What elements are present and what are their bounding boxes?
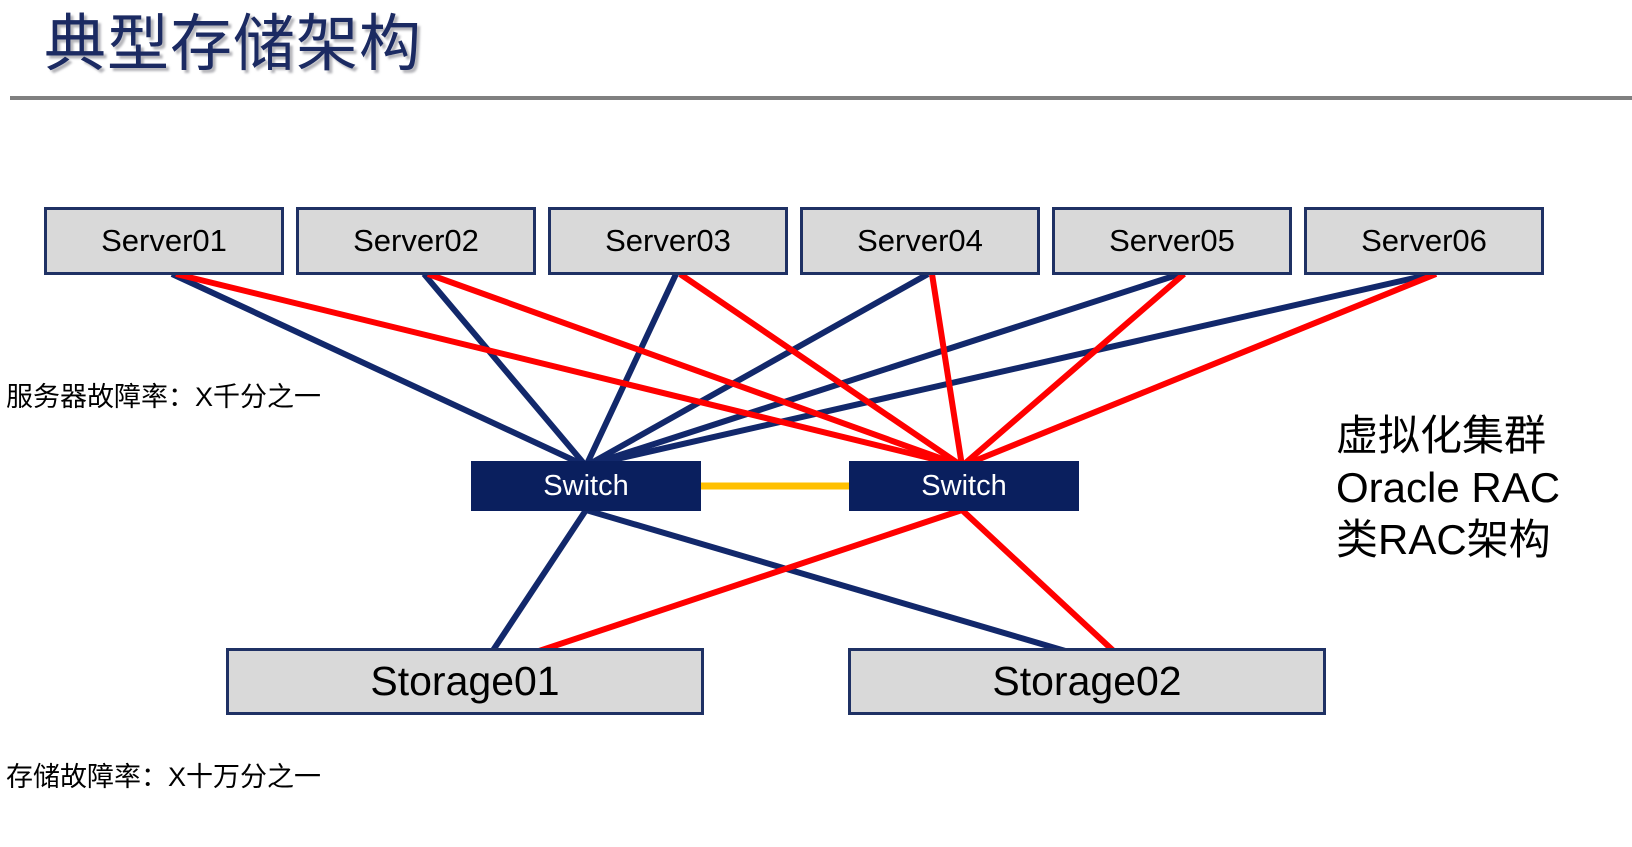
cluster-note: 虚拟化集群 Oracle RAC 类RAC架构 [1336,410,1560,566]
link-server02-switch01 [421,272,589,468]
link-server02-switch02 [426,271,964,469]
switch-node-2[interactable]: Switch [849,461,1079,511]
switch-to-storage-primary-links [477,507,1131,673]
server-node-5[interactable]: Server05 [1052,207,1292,275]
page-title: 典型存储架构 [44,10,423,79]
switch-node-1[interactable]: Switch [471,461,701,511]
server-node-4[interactable]: Server04 [800,207,1040,275]
server-to-switch-primary-links [170,271,1433,469]
cluster-note-line-3: 类RAC架构 [1336,516,1551,563]
server-node-3[interactable]: Server03 [548,207,788,275]
server-node-label: Server02 [353,223,479,258]
switch-to-storage-secondary-links [475,507,1137,675]
title-divider [10,96,1632,100]
server-node-label: Server04 [857,223,983,258]
link-server04-switch02 [929,273,965,467]
storage-node-label: Storage01 [370,658,560,704]
server-node-label: Server05 [1109,223,1235,258]
server-node-6[interactable]: Server06 [1304,207,1544,275]
link-server05-switch02 [960,271,1186,469]
server-node-label: Server01 [101,223,227,258]
link-server06-switch01 [585,271,1433,469]
server-failure-rate-label: 服务器故障率：X千分之一 [6,382,322,412]
server-to-switch-secondary-links [175,271,1438,469]
cluster-note-line-2: Oracle RAC [1336,464,1561,511]
link-server06-switch02 [960,271,1438,469]
storage-node-1[interactable]: Storage01 [226,648,704,715]
link-server01-switch02 [175,271,963,469]
storage-node-label: Storage02 [992,658,1182,704]
link-switch02-storage01 [475,507,963,675]
link-server03-switch01 [583,272,679,468]
link-switch02-storage02 [959,507,1137,673]
link-server03-switch02 [678,271,964,469]
link-server01-switch01 [170,271,588,469]
server-node-2[interactable]: Server02 [296,207,536,275]
storage-node-2[interactable]: Storage02 [848,648,1326,715]
server-node-1[interactable]: Server01 [44,207,284,275]
storage-failure-rate-label: 存储故障率：X十万分之一 [6,762,322,792]
link-server04-switch01 [584,271,930,469]
cluster-note-line-1: 虚拟化集群 [1336,412,1547,459]
link-switch01-storage02 [585,507,1131,673]
link-switch01-storage01 [477,508,589,672]
switch-node-label: Switch [543,469,629,502]
server-node-label: Server06 [1361,223,1487,258]
link-server05-switch01 [585,271,1181,469]
switch-node-label: Switch [921,469,1007,502]
server-node-label: Server03 [605,223,731,258]
